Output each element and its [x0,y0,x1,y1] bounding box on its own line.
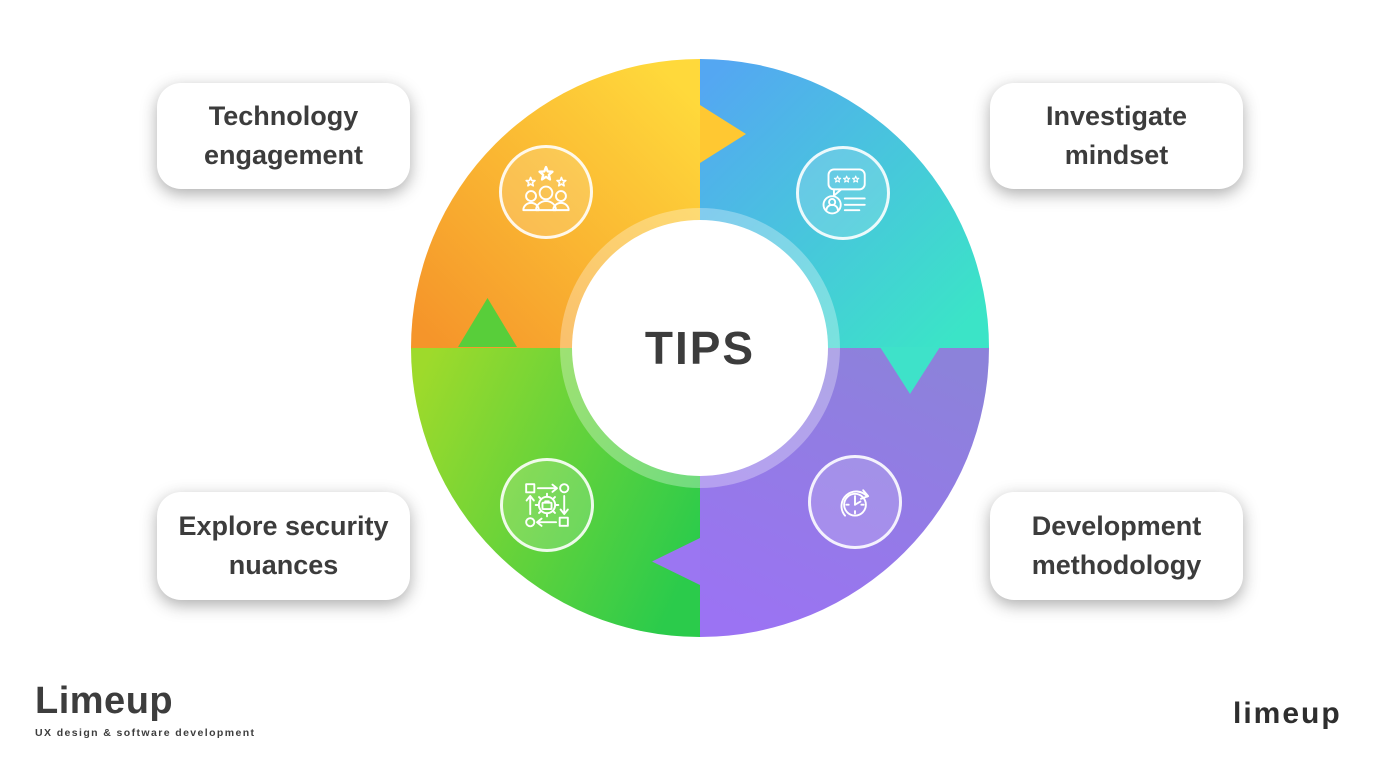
investigate-mindset-icon-badge [796,146,890,240]
center-title: TIPS [644,322,756,374]
technology-engagement-icon-badge [499,145,593,239]
card-label: Development methodology [1031,511,1202,580]
time-cycle-icon [840,489,870,517]
card-label: Investigate mindset [1045,101,1188,170]
watermark-text: limeup [1233,697,1342,730]
card-technology-engagement: Technology engagement [157,83,410,189]
explore-security-icon-badge [500,458,594,552]
card-explore-security-nuances: Explore security nuances [157,492,410,600]
card-development-methodology: Development methodology [990,492,1243,600]
development-methodology-icon-badge [808,455,902,549]
brand-logo: Limeup UX design & software development [35,680,255,739]
brand-wordmark: Limeup [35,680,174,722]
card-label: Explore security nuances [178,511,389,580]
team-stars-icon [522,165,570,212]
card-investigate-mindset: Investigate mindset [990,83,1243,189]
brand-tagline: UX design & software development [35,727,256,739]
card-label: Technology engagement [203,101,364,170]
customer-review-icon [822,168,866,215]
process-gear-icon [525,483,570,528]
wheel-center: TIPS [572,220,828,476]
tips-wheel: TIPS [411,59,989,637]
